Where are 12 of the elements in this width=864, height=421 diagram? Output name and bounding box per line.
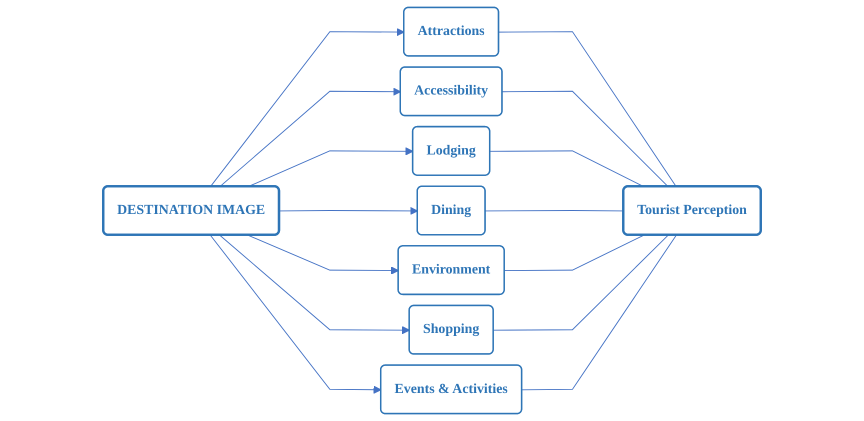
- connector: [502, 90, 669, 188]
- arrow: [210, 234, 382, 394]
- arrow: [210, 28, 405, 188]
- arrow: [219, 234, 410, 334]
- arrow: [248, 234, 399, 275]
- connector: [522, 234, 677, 390]
- connector: [493, 234, 669, 331]
- arrow: [219, 88, 402, 188]
- connector: [498, 31, 677, 188]
- arrow: [279, 206, 418, 215]
- connector: [504, 234, 644, 272]
- connector: [485, 210, 624, 212]
